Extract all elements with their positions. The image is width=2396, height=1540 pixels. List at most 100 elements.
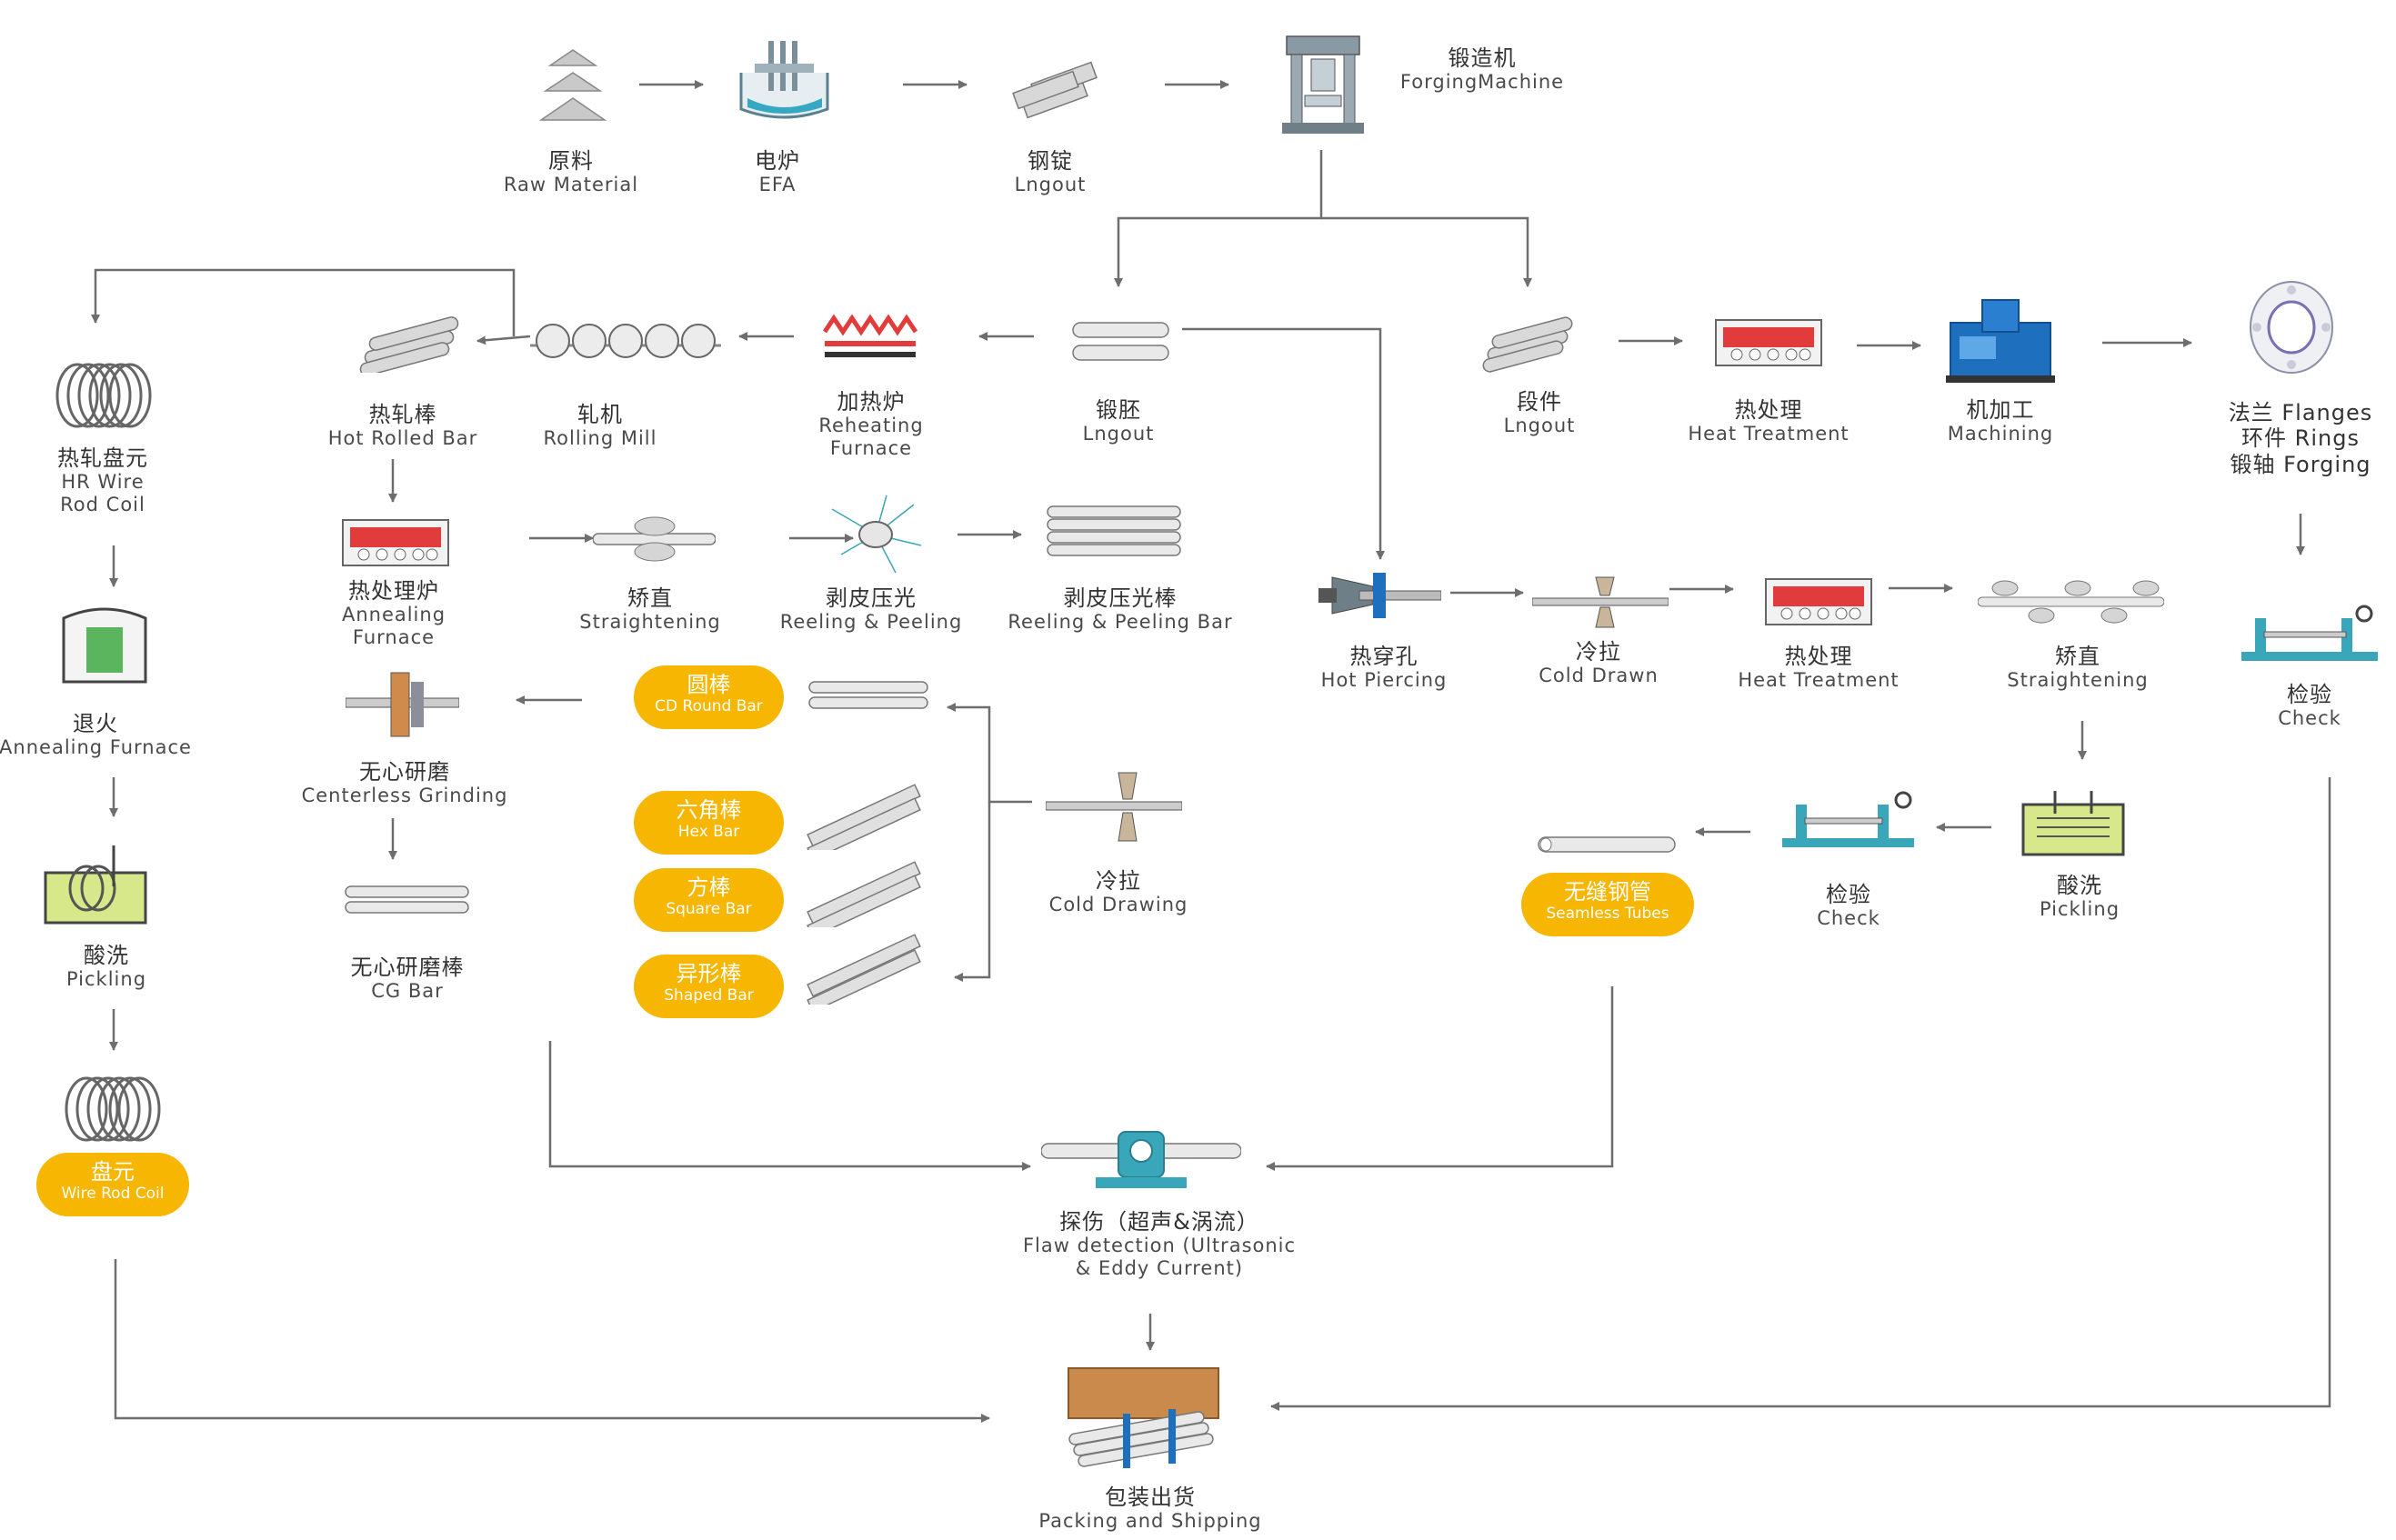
- ingot-top-zh: 钢锭: [1027, 148, 1073, 174]
- cold-drawing-en: Cold Drawing: [1048, 894, 1188, 916]
- machining-en: Machining: [1947, 423, 2054, 445]
- forging-machine-zh: 锻造机: [1448, 45, 1517, 71]
- check-right-zh: 检验: [2286, 682, 2332, 707]
- centerless-grinder-icon: [346, 664, 459, 741]
- cold-drawing-die-icon: [1046, 768, 1182, 845]
- rings-zh: 环件 Rings: [2241, 425, 2360, 452]
- hr-wire-rod-coil-en2: Rod Coil: [60, 494, 145, 516]
- electric-furnace-icon: [727, 36, 841, 127]
- forging-machine-en: ForgingMachine: [1399, 71, 1565, 94]
- cold-drawn-en: Cold Drawn: [1539, 665, 1659, 687]
- annealing-left-en: Annealing Furnace: [0, 736, 192, 759]
- annealing-furnace-mid-zh: 热处理炉: [348, 578, 439, 604]
- inspection-bench-icon: [2237, 595, 2382, 668]
- hot-piercing-icon: [1318, 568, 1441, 623]
- heat-treatment-tube-zh: 热处理: [1784, 644, 1853, 669]
- peeled-bar-icon: [1046, 505, 1182, 559]
- wire-rod-coil-en: Wire Rod Coil: [61, 1184, 165, 1203]
- hr-wire-rod-coil-en: HR Wire: [61, 471, 145, 494]
- forging-machine-icon: [1282, 32, 1364, 136]
- heat-treatment-furnace-icon: [1714, 318, 1823, 368]
- forged-piece-zh: 段件: [1516, 389, 1562, 415]
- cold-drawing-zh: 冷拉: [1096, 868, 1141, 894]
- flaw-detection-label: 探伤（超声&涡流）Flaw detection (Ultrasonic& Edd…: [1023, 1209, 1296, 1280]
- ingot-stack-icon: [1009, 50, 1100, 123]
- tube-straightening-icon: [1978, 577, 2164, 627]
- packing-bundle-icon: [1059, 1359, 1228, 1473]
- cg-bar-icon: [341, 882, 473, 918]
- wire-coil-icon: [50, 359, 155, 432]
- flaw-detection-en2: & Eddy Current): [1075, 1257, 1244, 1280]
- centerless-grinding-en: Centerless Grinding: [301, 785, 508, 807]
- reeling-peeling-bar-zh: 剥皮压光棒: [1063, 585, 1178, 611]
- square-bar-icon: [800, 850, 923, 927]
- hex-bar-en: Hex Bar: [677, 822, 740, 841]
- heat-treatment-right-zh: 热处理: [1734, 397, 1803, 423]
- heat-treatment-tube-en: Heat Treatment: [1738, 669, 1900, 692]
- rolling-mill-icon: [530, 309, 721, 373]
- annealing-left-zh: 退火: [73, 711, 118, 736]
- raw-material-zh: 原料: [547, 148, 594, 174]
- hot-piercing-zh: 热穿孔: [1349, 644, 1419, 669]
- raw-material-en: Raw Material: [503, 174, 639, 196]
- pickling-left-en: Pickling: [65, 968, 147, 991]
- hot-rolled-bar-en: Hot Rolled Bar: [327, 427, 478, 450]
- rolling-mill-en: Rolling Mill: [543, 427, 657, 450]
- check-right-en: Check: [2278, 707, 2341, 730]
- coil-pickling-tank-icon: [36, 841, 155, 927]
- seamless-tube-icon: [1537, 832, 1678, 857]
- reheating-furnace-en2: Furnace: [829, 437, 913, 460]
- straightening-roller-icon: [593, 514, 716, 564]
- flaw-detector-icon: [1041, 1127, 1241, 1200]
- square-bar-zh: 方棒: [687, 875, 731, 900]
- check-tube-zh: 检验: [1825, 882, 1871, 907]
- cd-round-bar-zh: 圆棒: [687, 672, 731, 697]
- flaw-detection-en: Flaw detection (Ultrasonic: [1022, 1235, 1297, 1257]
- cold-drawn-zh: 冷拉: [1575, 639, 1621, 665]
- forged-billet-en: Lngout: [1082, 423, 1155, 445]
- peeling-machine-icon: [823, 491, 927, 577]
- seamless-tubes-en: Seamless Tubes: [1546, 904, 1669, 923]
- shaped-bar-en: Shaped Bar: [664, 985, 754, 1005]
- shaped-bar-icon: [800, 918, 923, 1005]
- cold-drawn-die-icon: [1532, 573, 1669, 632]
- reheating-furnace-icon: [823, 314, 918, 368]
- reeling-peeling-en: Reeling & Peeling: [779, 611, 963, 634]
- reheating-furnace-zh: 加热炉: [837, 389, 906, 415]
- cg-bar-zh: 无心研磨棒: [350, 955, 465, 980]
- cg-bar-en: CG Bar: [371, 980, 444, 1003]
- hex-bar-zh: 六角棒: [676, 797, 742, 823]
- wire-rod-coil-icon: [59, 1073, 164, 1145]
- square-bar-en: Square Bar: [666, 899, 752, 918]
- flaw-detection-zh: 探伤（超声&涡流）: [1059, 1209, 1259, 1235]
- efa-en: EFA: [758, 174, 797, 196]
- flange-icon: [2246, 277, 2337, 377]
- packing-en: Packing and Shipping: [1038, 1510, 1262, 1533]
- shaped-bar-zh: 异形棒: [676, 961, 742, 986]
- rolling-mill-zh: 轧机: [577, 402, 623, 427]
- centerless-grinding-zh: 无心研磨: [358, 759, 450, 785]
- forged-piece-icon: [1478, 314, 1578, 373]
- hot-piercing-en: Hot Piercing: [1320, 669, 1448, 692]
